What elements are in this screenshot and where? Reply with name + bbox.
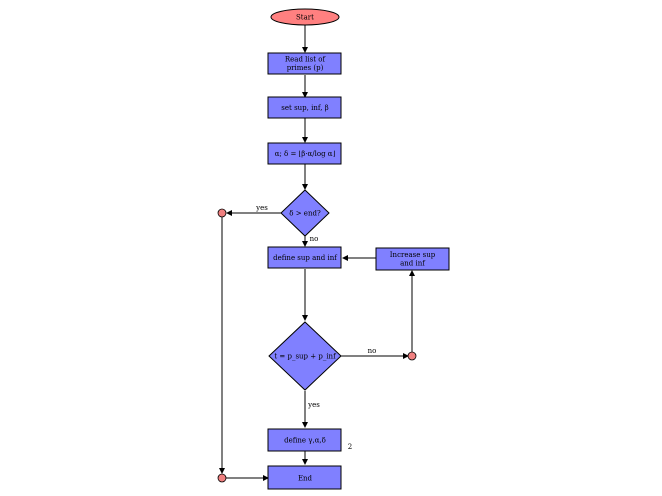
stray-number-label: 2 [348,443,352,451]
decision-delta-label: δ > end? [289,210,321,218]
set-sup-inf-label: set sup, inf, β [281,104,328,112]
label-yes-down: yes [307,401,320,409]
left-connector-top [217,208,227,218]
edges [219,25,415,481]
label-no-down: no [310,235,319,243]
end-label: End [298,475,313,483]
set-sup-inf-node: set sup, inf, β [267,96,342,119]
define-gamma-node: define γ,α,δ [267,428,342,452]
left-connector-bottom [217,473,227,483]
alpha-delta-node: α; δ = ⌊β·α/log α⌋ [267,142,342,165]
read-primes-line1: Read list of [285,56,327,64]
right-connector [407,351,417,361]
increase-sup-line1: Increase sup [390,251,436,259]
define-gamma-label: define γ,α,δ [284,437,326,445]
alpha-delta-label: α; δ = ⌊β·α/log α⌋ [275,150,336,158]
increase-sup-line2: and inf [400,260,426,268]
start-label: Start [296,14,314,22]
start-node: Start [270,8,340,26]
decision-t-label: t = p_sup + p_inf [274,353,337,361]
label-no-right: no [368,347,377,355]
read-primes-node: Read list of primes (p) [267,52,342,75]
label-yes-left: yes [255,204,268,212]
end-node: End [267,465,342,490]
define-sup-inf-node: define sup and inf [267,246,342,269]
define-sup-inf-label: define sup and inf [273,254,338,262]
increase-sup-node: Increase sup and inf [375,247,450,271]
read-primes-line2: primes (p) [287,64,324,72]
decision-t-node: t = p_sup + p_inf [268,321,342,391]
decision-delta-node: δ > end? [280,189,330,237]
